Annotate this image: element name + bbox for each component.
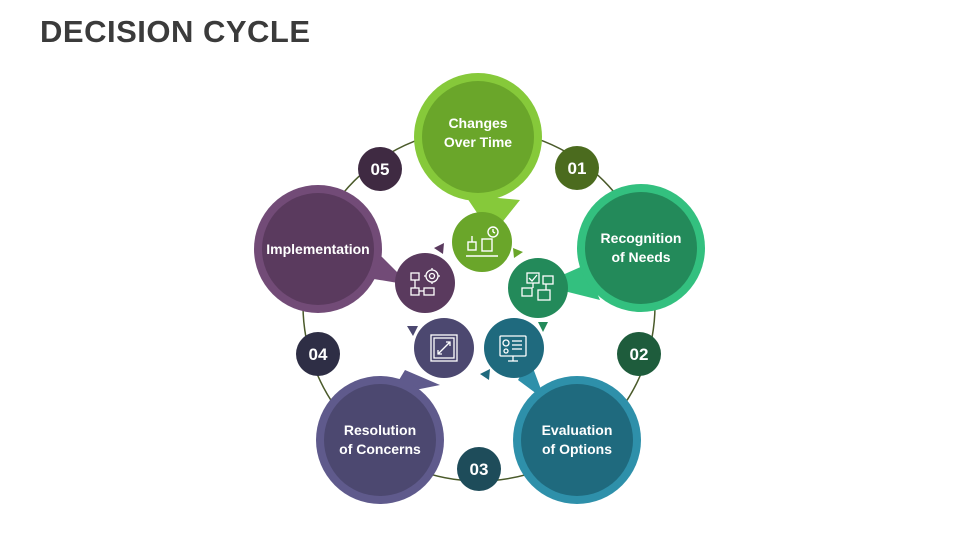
step-1-label-line1: Changes <box>448 115 507 131</box>
step-evaluation-of-options: Evaluation of Options <box>513 376 641 504</box>
arrow-5 <box>434 243 444 254</box>
arrow-3 <box>480 369 490 380</box>
step-5-label: Implementation <box>266 241 369 257</box>
step-1-label-line2: Over Time <box>444 134 512 150</box>
badge-01-text: 01 <box>568 159 587 178</box>
options-evaluation-icon <box>484 318 544 378</box>
step-3-label-line1: Evaluation <box>542 422 613 438</box>
arrow-4 <box>407 326 418 336</box>
badge-02-text: 02 <box>630 345 649 364</box>
arrow-1 <box>513 248 523 258</box>
step-implementation: Implementation <box>254 185 382 313</box>
resolution-board-icon <box>414 318 474 378</box>
badge-05: 05 <box>358 147 402 191</box>
implementation-gear-icon <box>395 253 455 313</box>
step-recognition-of-needs: Recognition of Needs <box>577 184 705 312</box>
step-3-label-line2: of Options <box>542 441 612 457</box>
page-title: DECISION CYCLE <box>40 14 311 49</box>
step-2-label-line2: of Needs <box>611 249 670 265</box>
badge-05-text: 05 <box>371 160 390 179</box>
arrow-2 <box>538 322 548 332</box>
badge-03-text: 03 <box>470 460 489 479</box>
badge-04-text: 04 <box>309 345 328 364</box>
badge-01: 01 <box>555 146 599 190</box>
timeline-decision-icon <box>452 212 512 272</box>
needs-checklist-icon <box>508 258 568 318</box>
badge-02: 02 <box>617 332 661 376</box>
step-2-label-line1: Recognition <box>601 230 682 246</box>
step-changes-over-time: Changes Over Time <box>414 73 542 201</box>
step-4-label-line2: of Concerns <box>339 441 421 457</box>
badge-04: 04 <box>296 332 340 376</box>
step-4-label-line1: Resolution <box>344 422 416 438</box>
step-resolution-of-concerns: Resolution of Concerns <box>316 376 444 504</box>
badge-03: 03 <box>457 447 501 491</box>
